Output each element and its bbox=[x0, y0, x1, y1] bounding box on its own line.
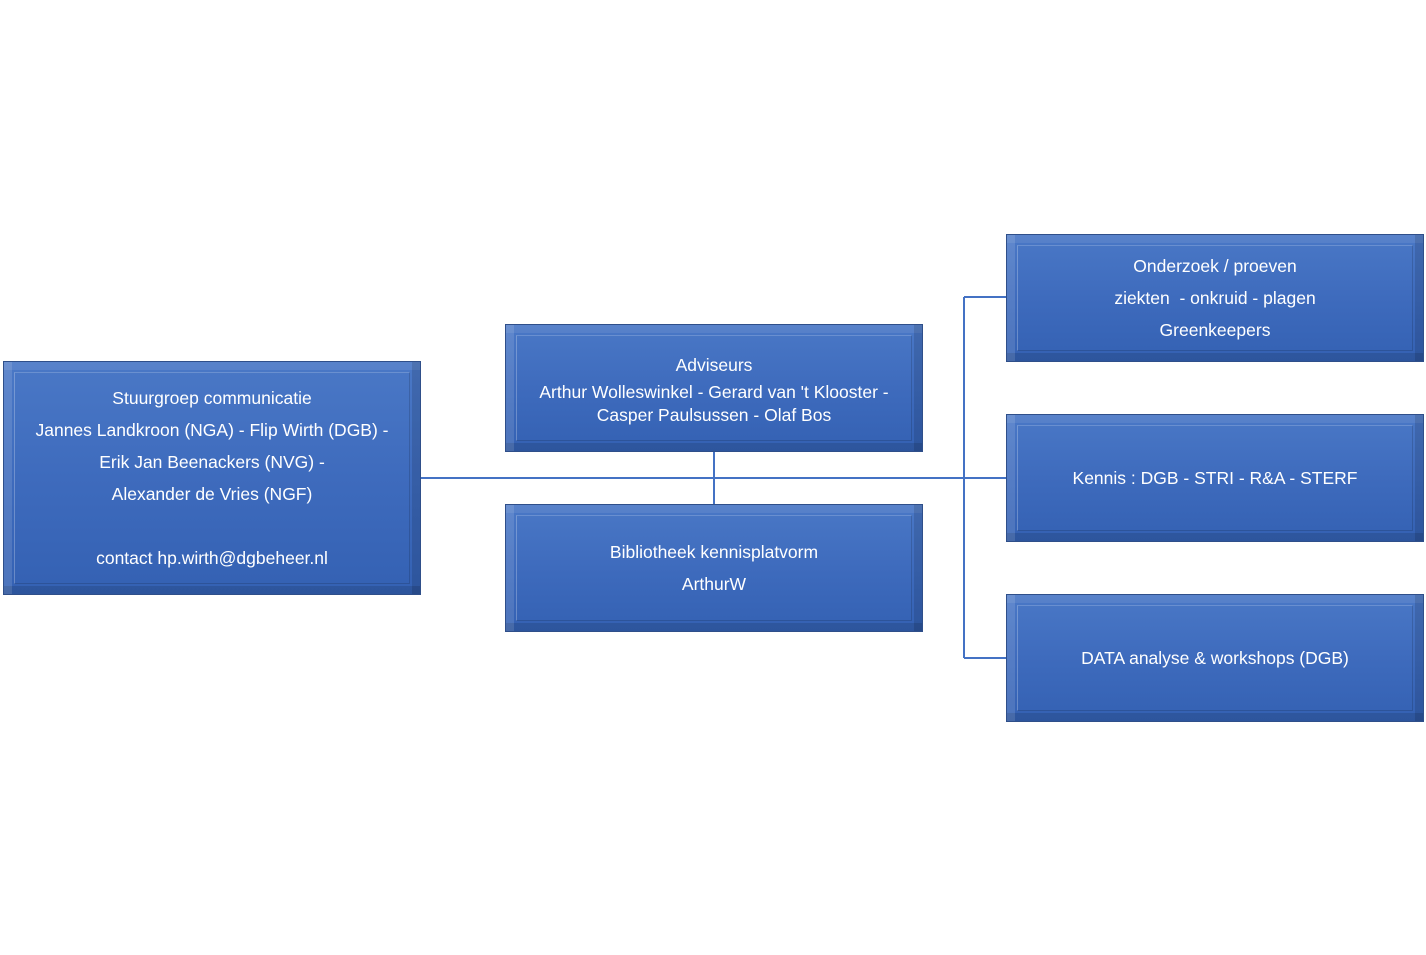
bibliotheek-line-1: ArthurW bbox=[681, 574, 747, 594]
data-analyse-box: DATA analyse & workshops (DGB) bbox=[1006, 594, 1424, 722]
stuurgroep-members-line-3: Alexander de Vries (NGF) bbox=[111, 484, 313, 504]
adviseurs-line-2: Casper Paulsussen - Olaf Bos bbox=[596, 405, 832, 425]
kennis-title: Kennis : DGB - STRI - R&A - STERF bbox=[1072, 468, 1358, 488]
stuurgroep-members-line-1: Jannes Landkroon (NGA) - Flip Wirth (DGB… bbox=[35, 420, 389, 440]
adviseurs-title: Adviseurs bbox=[675, 355, 753, 375]
stuurgroep-members-line-2: Erik Jan Beenackers (NVG) - bbox=[99, 452, 325, 472]
onderzoek-line-2: Greenkeepers bbox=[1159, 320, 1271, 340]
adviseurs-box: Adviseurs Arthur Wolleswinkel - Gerard v… bbox=[505, 324, 923, 452]
stuurgroep-box: Stuurgroep communicatie Jannes Landkroon… bbox=[3, 361, 421, 595]
bibliotheek-box: Bibliotheek kennisplatvorm ArthurW bbox=[505, 504, 923, 632]
bibliotheek-title: Bibliotheek kennisplatvorm bbox=[609, 542, 819, 562]
stuurgroep-title: Stuurgroep communicatie bbox=[112, 388, 312, 408]
kennis-box: Kennis : DGB - STRI - R&A - STERF bbox=[1006, 414, 1424, 542]
onderzoek-line-1: ziekten - onkruid - plagen bbox=[1114, 288, 1316, 308]
onderzoek-title: Onderzoek / proeven bbox=[1133, 256, 1297, 276]
data-analyse-title: DATA analyse & workshops (DGB) bbox=[1081, 648, 1349, 668]
stuurgroep-contact: contact hp.wirth@dgbeheer.nl bbox=[96, 548, 328, 568]
onderzoek-box: Onderzoek / proeven ziekten - onkruid - … bbox=[1006, 234, 1424, 362]
adviseurs-line-1: Arthur Wolleswinkel - Gerard van 't Kloo… bbox=[539, 382, 889, 402]
